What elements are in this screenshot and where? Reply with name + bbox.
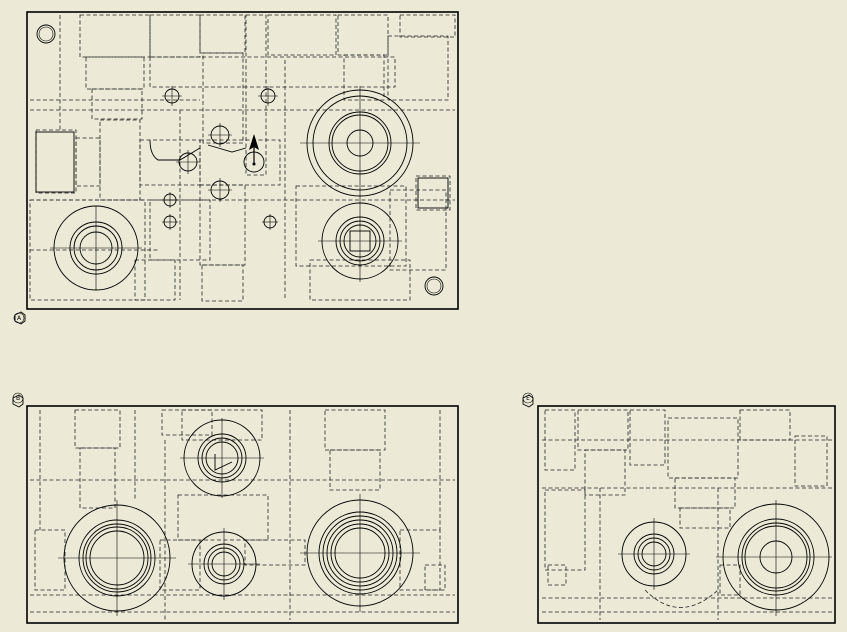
view-a-visible-lines [35, 131, 449, 209]
view-e-port-left [618, 518, 690, 590]
view-b-port-right [300, 494, 420, 612]
view-e-hidden-lines [542, 409, 832, 620]
view-a-port-lower-left [50, 205, 142, 291]
view-b-label-text: B [16, 395, 20, 402]
view-b-port-center [188, 528, 260, 600]
view-e-port-right [716, 500, 832, 616]
view-e-label-text: E [526, 395, 530, 402]
view-a-small-holes [36, 24, 444, 296]
view-b-port-top [180, 418, 264, 498]
view-a-hidden-lines [29, 14, 456, 302]
view-a-label: A [13, 311, 26, 325]
view-b-border [26, 405, 459, 624]
view-e[interactable]: E [522, 392, 836, 624]
view-a-label-text: A [17, 315, 22, 322]
view-a[interactable]: A [13, 11, 459, 325]
view-a-orientation-arrow-icon [243, 134, 265, 173]
view-b-label: B [12, 392, 24, 408]
view-a-port-upper-right [300, 86, 420, 200]
view-e-label: E [522, 392, 534, 408]
view-b[interactable]: B [12, 392, 459, 624]
view-e-border [537, 405, 836, 624]
view-a-port-lower-right [318, 200, 402, 282]
view-a-border [26, 11, 459, 310]
view-b-port-left [58, 500, 176, 616]
